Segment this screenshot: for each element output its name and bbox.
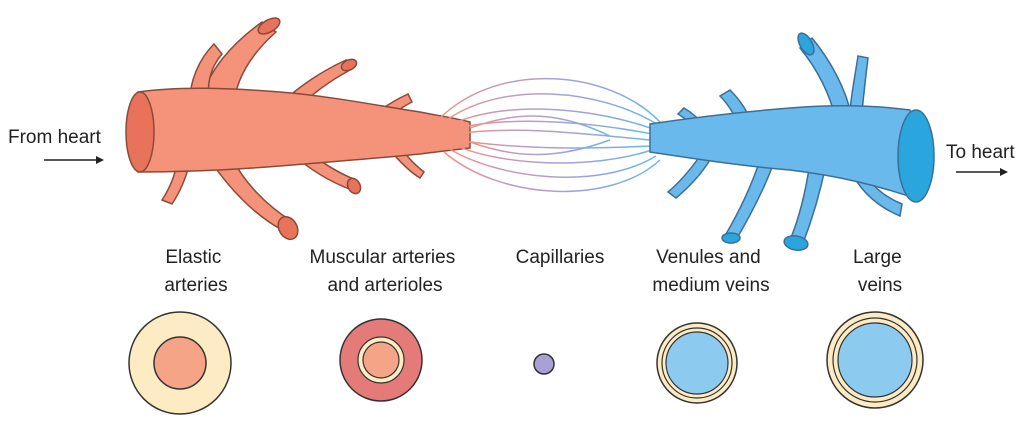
cross-section-venule: [657, 323, 737, 403]
cross-section-muscular-artery: [340, 319, 422, 401]
cross-sections: [129, 312, 923, 414]
arterial-tree: [126, 15, 470, 243]
arrow-head-icon: [96, 156, 104, 164]
outflow-label: To heart: [946, 142, 1015, 163]
vein-branch-top-right: [850, 56, 868, 112]
venous-tree: [650, 31, 934, 252]
cross-section-capillary: [534, 354, 554, 374]
vein-branch-end: [722, 233, 740, 243]
artery-trunk-opening: [126, 92, 154, 172]
vein-branch-bottom-middle: [726, 160, 774, 240]
outflow-indicator: To heart: [946, 142, 1015, 176]
vein-trunk-opening: [898, 110, 934, 202]
vein-branch-bottom-small: [668, 156, 710, 198]
vein-trunk: [650, 106, 920, 200]
vessel-label-venules: Venules and medium veins: [652, 247, 769, 296]
vessel-label-muscular-arteries: Muscular arteries and arterioles: [310, 247, 461, 296]
arrow-head-icon: [1000, 168, 1008, 176]
inflow-indicator: From heart: [8, 127, 104, 164]
artery-trunk: [138, 88, 470, 172]
vessel-label-capillaries: Capillaries: [516, 247, 605, 268]
cross-section-large-vein: [827, 312, 923, 408]
vessel-label-elastic-arteries: Elastic arteries: [164, 247, 227, 296]
inflow-label: From heart: [8, 127, 102, 148]
cross-section-elastic-artery: [129, 312, 231, 414]
vessel-type-labels: Elastic arteries Muscular arteries and a…: [164, 247, 907, 296]
vessel-label-large-veins: Large veins: [853, 247, 907, 296]
capillary-bed: [440, 79, 660, 192]
